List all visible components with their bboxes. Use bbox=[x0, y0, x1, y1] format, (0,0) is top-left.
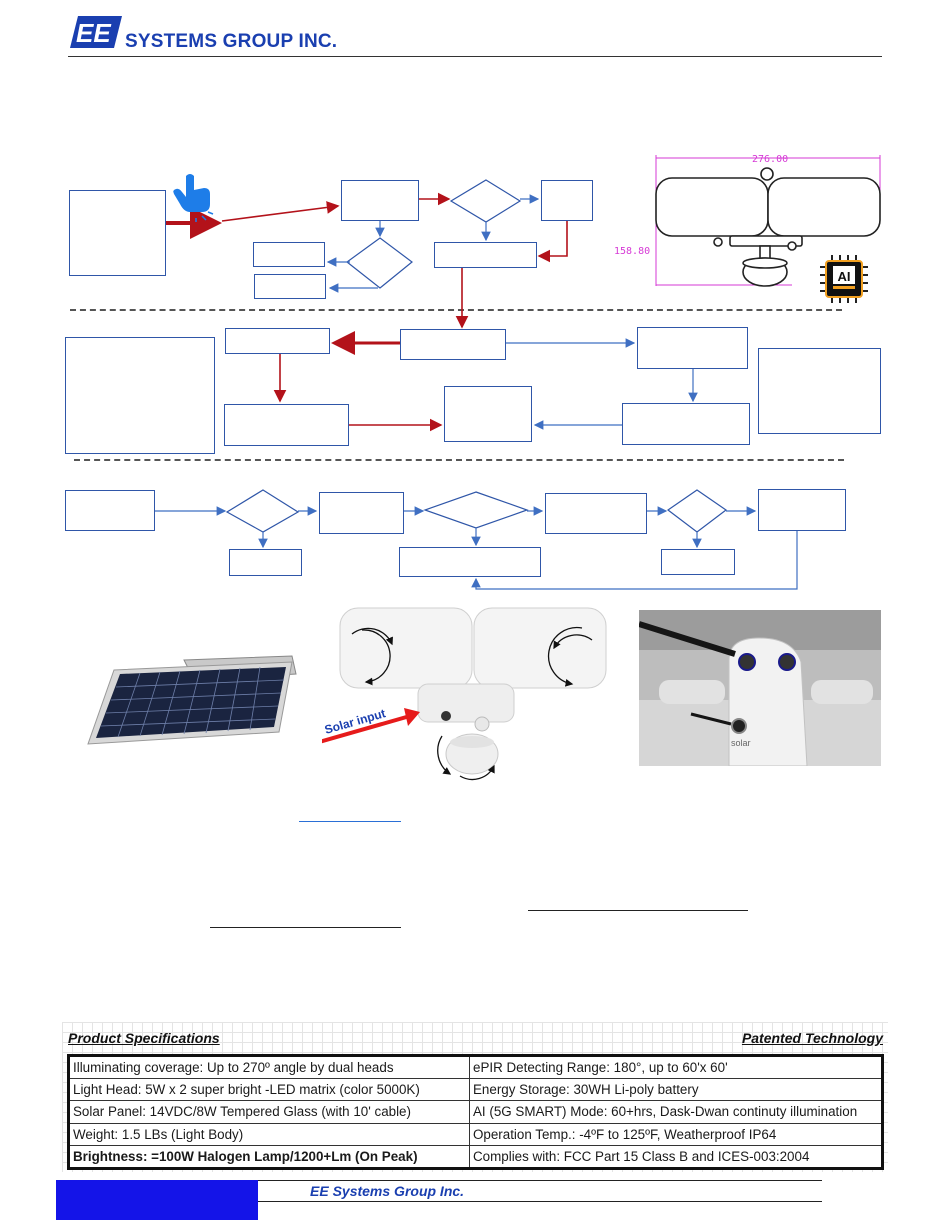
flow-box bbox=[253, 242, 325, 267]
company-logo-icon: EE bbox=[70, 16, 122, 48]
decision-diamond bbox=[225, 489, 300, 533]
flow-box bbox=[65, 490, 155, 531]
flowchart-connectors bbox=[155, 179, 798, 590]
flow-box bbox=[637, 327, 748, 369]
spec-cell: Energy Storage: 30WH Li-poly battery bbox=[469, 1077, 883, 1102]
tap-hand-icon bbox=[173, 174, 214, 222]
link-underline bbox=[299, 821, 401, 822]
spec-cell: Weight: 1.5 LBs (Light Body) bbox=[68, 1122, 470, 1147]
light-fixture-image: Solar input bbox=[322, 607, 607, 781]
spec-row: Brightness: =100W Halogen Lamp/1200+Lm (… bbox=[68, 1145, 883, 1169]
flow-box bbox=[319, 492, 404, 534]
spec-cell: Illuminating coverage: Up to 270º angle … bbox=[68, 1055, 470, 1079]
spec-title: Product Specifications bbox=[68, 1030, 220, 1046]
text-underline bbox=[210, 927, 401, 928]
flow-box bbox=[69, 190, 166, 276]
flow-box bbox=[224, 404, 349, 446]
dimension-drawing: 276.00 158.80 bbox=[614, 154, 881, 287]
section-divider bbox=[74, 459, 844, 461]
height-dimension-label: 158.80 bbox=[614, 246, 650, 257]
section-divider bbox=[70, 309, 842, 311]
spec-cell: Brightness: =100W Halogen Lamp/1200+Lm (… bbox=[68, 1145, 470, 1169]
flow-box bbox=[758, 348, 881, 434]
spec-row: Solar Panel: 14VDC/8W Tempered Glass (wi… bbox=[68, 1100, 883, 1124]
logo-text: EE bbox=[76, 18, 111, 48]
flow-box bbox=[434, 242, 537, 268]
solar-port-label: solar bbox=[731, 738, 751, 748]
decision-diamond bbox=[449, 179, 522, 223]
flow-box bbox=[400, 329, 506, 360]
solar-panel-image bbox=[87, 655, 297, 745]
ai-chip-label: AI bbox=[838, 269, 851, 284]
footer-color-block bbox=[56, 1180, 258, 1220]
width-dimension-label: 276.00 bbox=[752, 154, 788, 165]
flow-box bbox=[254, 274, 326, 299]
decision-diamond bbox=[346, 237, 413, 289]
flow-box bbox=[444, 386, 532, 442]
flow-box bbox=[622, 403, 750, 445]
spec-row: Illuminating coverage: Up to 270º angle … bbox=[68, 1055, 883, 1079]
flow-box bbox=[399, 547, 541, 577]
spec-cell: Complies with: FCC Part 15 Class B and I… bbox=[469, 1145, 883, 1169]
flow-box bbox=[229, 549, 302, 576]
flow-box bbox=[65, 337, 215, 454]
spec-row: Light Head: 5W x 2 super bright -LED mat… bbox=[68, 1077, 883, 1102]
spec-cell: Light Head: 5W x 2 super bright -LED mat… bbox=[68, 1077, 470, 1102]
header-divider bbox=[68, 56, 882, 57]
footer-divider bbox=[258, 1180, 822, 1181]
flow-box bbox=[661, 549, 735, 575]
decision-diamond bbox=[666, 489, 728, 533]
company-name: SYSTEMS GROUP INC. bbox=[125, 31, 338, 52]
spec-cell: Solar Panel: 14VDC/8W Tempered Glass (wi… bbox=[68, 1100, 470, 1124]
spec-row: Weight: 1.5 LBs (Light Body) Operation T… bbox=[68, 1122, 883, 1147]
flow-box bbox=[545, 493, 647, 534]
spec-subtitle: Patented Technology bbox=[741, 1030, 883, 1046]
footer-company-name: EE Systems Group Inc. bbox=[310, 1183, 465, 1199]
spec-cell: ePIR Detecting Range: 180°, up to 60'x 6… bbox=[469, 1055, 883, 1079]
flow-box bbox=[541, 180, 593, 221]
spec-cell: Operation Temp.: -4ºF to 125ºF, Weatherp… bbox=[469, 1122, 883, 1147]
footer-divider bbox=[258, 1201, 822, 1202]
flow-box bbox=[225, 328, 330, 354]
port-closeup-image: solar bbox=[639, 610, 881, 766]
spec-table: Illuminating coverage: Up to 270º angle … bbox=[67, 1054, 884, 1170]
text-underline bbox=[528, 910, 748, 911]
spec-cell: AI (5G SMART) Mode: 60+hrs, Dask-Dwan co… bbox=[469, 1100, 883, 1124]
decision-diamond bbox=[423, 491, 529, 529]
ai-chip-icon: AI bbox=[820, 255, 868, 303]
flow-box bbox=[341, 180, 419, 221]
flow-box bbox=[758, 489, 846, 531]
